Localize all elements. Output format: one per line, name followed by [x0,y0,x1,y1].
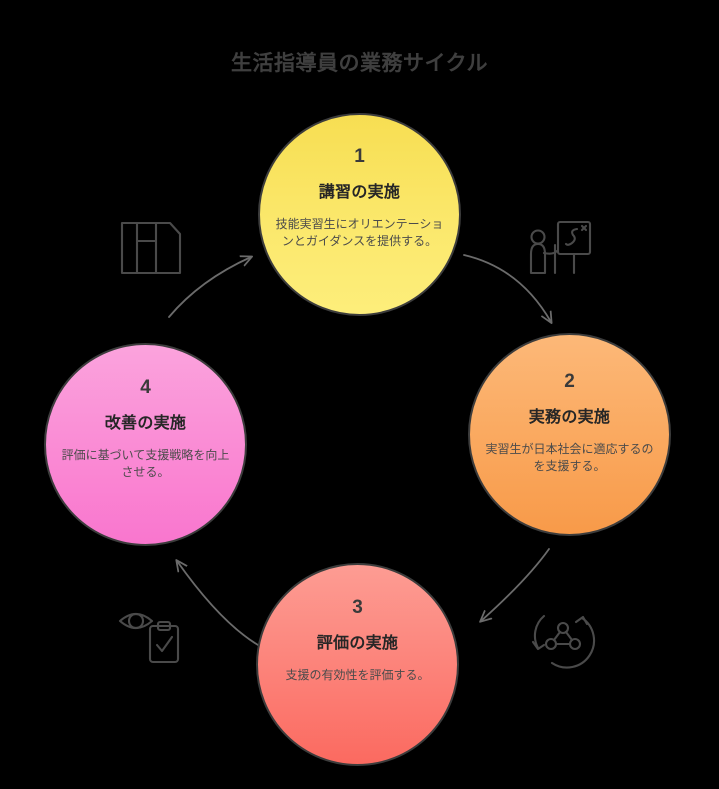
arrow-3-to-4 [177,561,259,646]
cycle-node-2[interactable]: 2 実務の実施 実習生が日本社会に適応するのを支援する。 [468,333,671,536]
network-icon [530,608,596,674]
cycle-node-1-title: 講習の実施 [318,184,401,201]
cycle-node-1[interactable]: 1 講習の実施 技能実習生にオリエンテーションとガイダンスを提供する。 [258,113,461,316]
cycle-node-4-number: 4 [140,377,151,398]
cycle-node-1-number: 1 [354,146,365,167]
cycle-node-4-title: 改善の実施 [104,415,187,432]
cycle-node-1-description: 技能実習生にオリエンテーションとガイダンスを提供する。 [275,217,444,248]
cycle-node-4-description: 評価に基づいて支援戦略を向上させる。 [61,448,230,479]
cycle-node-3[interactable]: 3 評価の実施 支援の有効性を評価する。 [256,563,459,766]
cycle-node-4[interactable]: 4 改善の実施 評価に基づいて支援戦略を向上させる。 [44,343,247,546]
cycle-node-2-number: 2 [564,371,575,392]
cycle-node-3-number: 3 [352,597,363,618]
presenter-icon [524,215,594,281]
page-title: 生活指導員の業務サイクル [231,52,488,75]
cycle-node-2-title: 実務の実施 [528,409,611,426]
cycle-node-2-description: 実習生が日本社会に適応するのを支援する。 [485,442,654,473]
cycle-node-3-description: 支援の有効性を評価する。 [285,668,430,682]
review-icon [116,604,184,670]
cycle-node-3-title: 評価の実施 [316,635,399,652]
slides-icon [118,215,184,281]
